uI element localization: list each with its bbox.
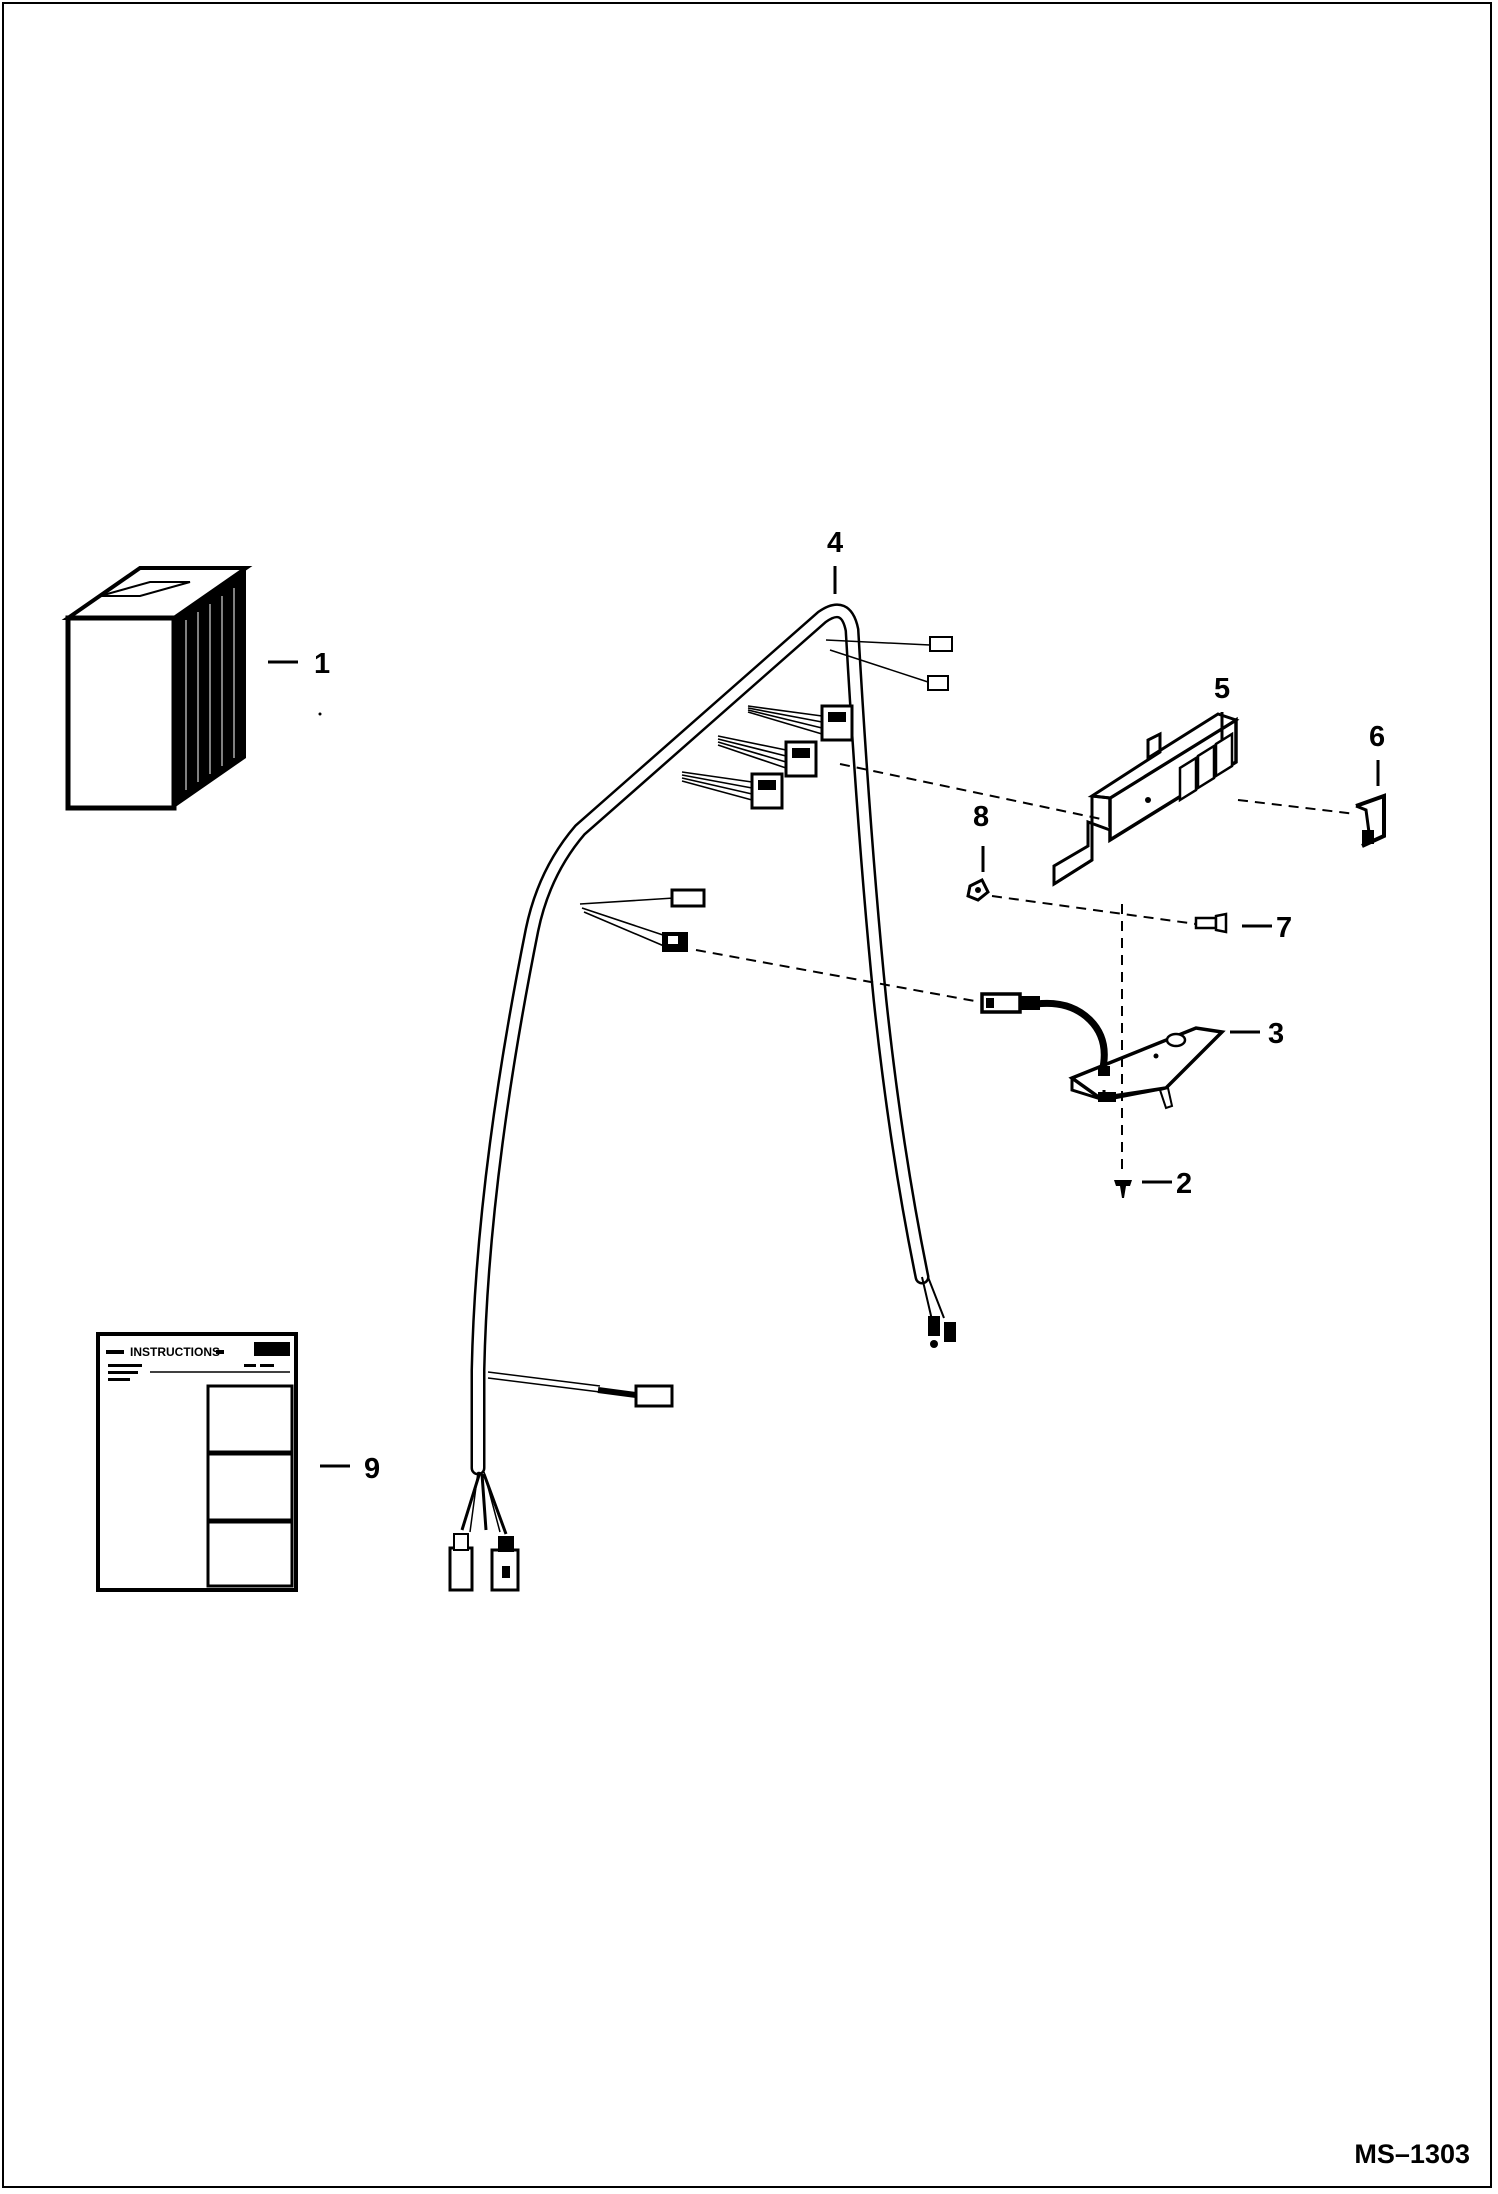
- callout-9: 9: [364, 1453, 380, 1485]
- callout-7: 7: [1276, 912, 1292, 944]
- callout-1: 1: [314, 648, 330, 680]
- mounting-screw: [1114, 1180, 1132, 1198]
- wiring-harness: [448, 603, 956, 1592]
- callout-4: 4: [827, 527, 843, 559]
- multi-pin-connector: [750, 704, 854, 810]
- instruction-sheet-heading: INSTRUCTIONS: [130, 1345, 220, 1359]
- callout-8: 8: [973, 801, 989, 833]
- controller-box: [61, 566, 253, 811]
- callout-5: 5: [1214, 673, 1230, 705]
- sensor-switch-plate: [980, 992, 1226, 1110]
- callout-3: 3: [1268, 1018, 1284, 1050]
- screw: [1194, 912, 1228, 934]
- retaining-clip: [1355, 793, 1386, 848]
- callout-2: 2: [1176, 1168, 1192, 1200]
- mounting-bracket: [1052, 712, 1240, 887]
- drawing-code: MS–1303: [1354, 2139, 1470, 2169]
- assembly-lines: [695, 763, 1357, 1176]
- nut: [966, 877, 990, 902]
- callout-6: 6: [1369, 721, 1385, 753]
- instruction-sheet: INSTRUCTIONS: [96, 1332, 298, 1592]
